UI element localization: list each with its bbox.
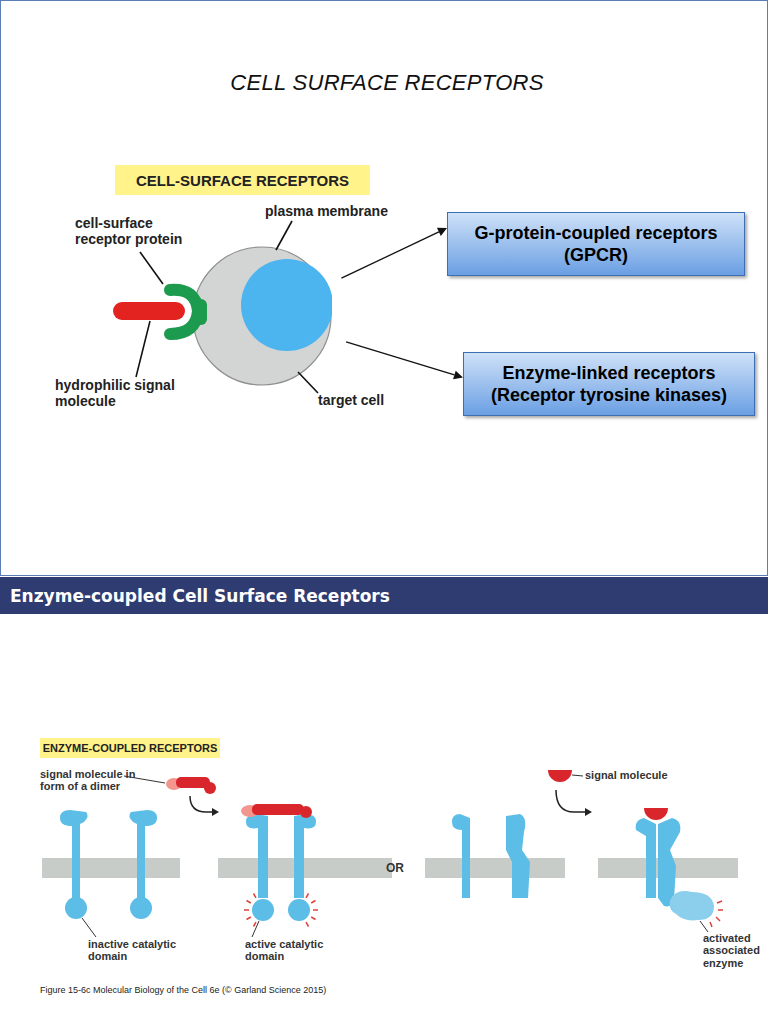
section-label-text: ENZYME-COUPLED RECEPTORS <box>43 742 218 754</box>
membrane <box>42 858 180 878</box>
leader-line <box>276 221 292 250</box>
activity-mark <box>716 917 720 921</box>
activity-mark <box>247 901 251 904</box>
arrow-line <box>341 232 438 278</box>
target-cell: target cell <box>192 246 332 386</box>
arrow-head <box>585 808 592 816</box>
leader-line <box>136 321 150 377</box>
arrow-head <box>453 371 463 380</box>
membrane <box>425 858 565 878</box>
activity-mark <box>710 922 712 927</box>
part-label: inactive catalytic domain <box>88 938 188 963</box>
catalytic-domain <box>288 899 310 921</box>
receptor-half <box>636 818 656 898</box>
part-label: hydrophilic signal molecule <box>55 378 185 409</box>
receptor-half <box>452 814 470 898</box>
activity-mark <box>306 922 309 926</box>
leader-line <box>298 372 318 393</box>
header-band: Enzyme-coupled Cell Surface Receptors <box>0 577 768 614</box>
box-text: G-protein-coupled receptors (GPCR) <box>456 222 736 267</box>
leader-line <box>82 918 96 937</box>
slide-frame <box>1 1 768 576</box>
figure-caption: Figure 15-6c Molecular Biology of the Ce… <box>40 985 326 995</box>
leader-line <box>700 921 708 932</box>
catalytic-domain <box>65 897 87 919</box>
part-label: activated associated enzyme <box>703 932 765 969</box>
catalytic-domain <box>252 899 274 921</box>
section-label-text: CELL-SURFACE RECEPTORS <box>136 172 349 189</box>
activity-mark <box>311 901 315 904</box>
slide-title: CELL SURFACE RECEPTORS <box>6 70 768 96</box>
part-label: plasma membrane <box>265 204 425 220</box>
membrane <box>218 858 392 878</box>
arrow-line <box>346 342 454 375</box>
activity-mark <box>717 901 722 903</box>
arrow-connector <box>346 342 463 379</box>
activity-mark <box>306 894 309 898</box>
process-arrow <box>556 790 585 812</box>
activity-mark <box>244 909 249 911</box>
activity-marks <box>244 894 318 927</box>
signal-molecule <box>548 770 572 782</box>
arrow-head <box>212 808 219 816</box>
activity-mark <box>254 894 257 898</box>
section-label: CELL-SURFACE RECEPTORS <box>115 165 370 195</box>
receptor-monomer <box>246 814 268 898</box>
activity-mark <box>718 909 723 911</box>
associated-enzyme <box>670 891 714 920</box>
catalytic-domain <box>130 897 152 919</box>
activity-marks <box>710 901 723 927</box>
receptor-type-box: Enzyme-linked receptors (Receptor tyrosi… <box>463 352 755 416</box>
leader-line <box>140 252 163 284</box>
receptor-monomer <box>129 810 157 898</box>
bound-signal-molecule <box>644 808 668 820</box>
cell-outline <box>192 246 332 386</box>
cell-nucleus <box>241 259 332 351</box>
process-arrow <box>190 796 212 812</box>
part-label: signal molecule in form of a dimer <box>40 768 140 793</box>
section-label: ENZYME-COUPLED RECEPTORS <box>40 738 220 758</box>
dimer-part <box>300 806 312 818</box>
part-label: cell-surface receptor protein <box>75 216 193 247</box>
part-label: active catalytic domain <box>245 938 340 963</box>
dimer-part <box>204 782 216 794</box>
activity-mark <box>311 917 315 920</box>
dimer-part <box>252 804 304 815</box>
activity-mark <box>254 922 257 926</box>
part-label: signal molecule <box>585 769 695 781</box>
receptor-half <box>506 814 530 898</box>
activity-mark <box>247 917 251 920</box>
leader-line <box>572 775 583 776</box>
box-text: Enzyme-linked receptors (Receptor tyrosi… <box>472 362 746 407</box>
or-text: OR <box>386 862 416 875</box>
activity-mark <box>313 909 318 911</box>
header-text: Enzyme-coupled Cell Surface Receptors <box>10 586 390 606</box>
leader-line <box>252 921 259 937</box>
signal-molecule-rod <box>113 302 185 320</box>
receptor-type-box: G-protein-coupled receptors (GPCR) <box>447 212 745 276</box>
callout-text: target cell <box>318 392 384 408</box>
receptor-anchor <box>193 299 207 325</box>
arrow-head <box>437 228 447 236</box>
receptor-monomer <box>60 810 88 898</box>
arrow-connector <box>341 228 447 278</box>
receptor-monomer <box>294 814 316 898</box>
